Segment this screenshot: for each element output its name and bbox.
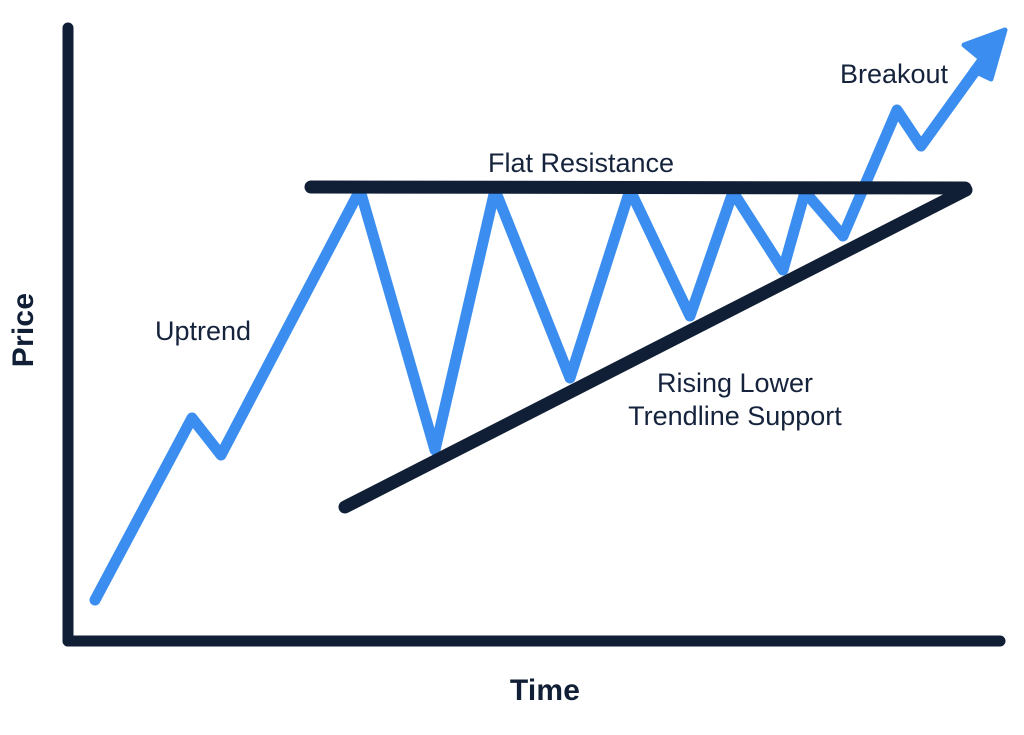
label-flat-resistance: Flat Resistance xyxy=(488,148,674,178)
rising-support-trendline xyxy=(338,183,973,514)
label-uptrend: Uptrend xyxy=(155,316,251,346)
y-axis-title: Price xyxy=(7,293,40,367)
label-rising-support-line1: Rising Lower xyxy=(657,368,813,398)
annotations-group: Uptrend Flat Resistance Rising Lower Tre… xyxy=(155,59,949,431)
breakout-arrow-icon xyxy=(961,27,1008,82)
axis-titles-group: Price Time xyxy=(7,293,580,707)
x-axis-title: Time xyxy=(510,674,580,707)
label-rising-support-line2: Trendline Support xyxy=(628,401,842,431)
axes-group xyxy=(62,22,1006,647)
label-breakout: Breakout xyxy=(840,59,949,89)
price-line xyxy=(89,50,992,606)
trendlines-group xyxy=(304,180,973,514)
price-series-group xyxy=(89,27,1008,606)
flat-resistance-line xyxy=(304,180,972,195)
